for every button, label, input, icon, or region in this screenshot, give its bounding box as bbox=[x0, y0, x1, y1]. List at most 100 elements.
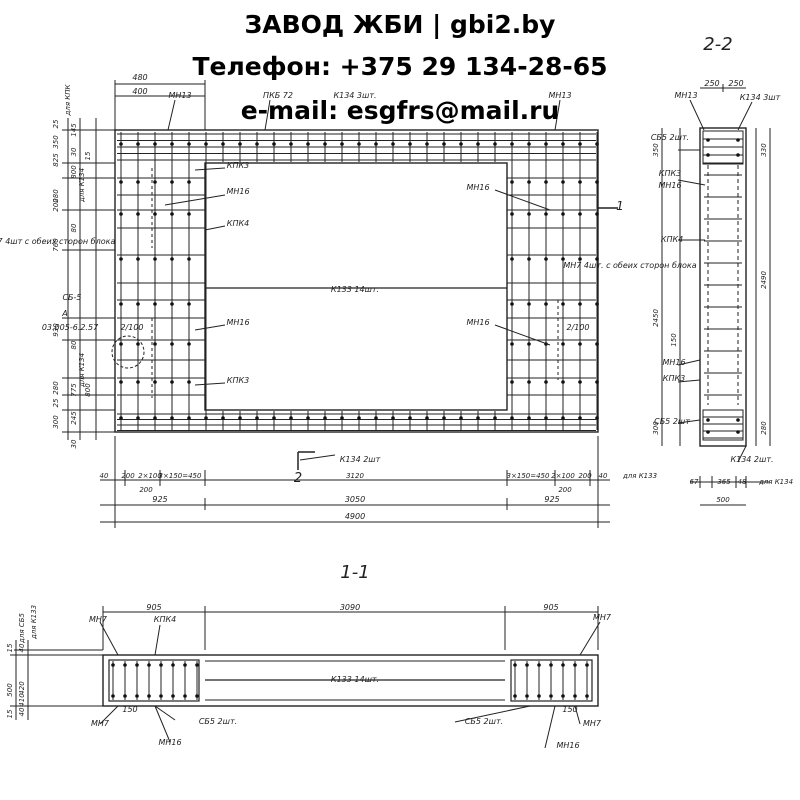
dim-bottom: 3120 bbox=[346, 472, 364, 480]
leader-line bbox=[737, 101, 753, 131]
rebar-dot bbox=[135, 663, 139, 667]
rebar-dot bbox=[340, 142, 344, 146]
rebar-dot bbox=[187, 416, 191, 420]
rebar-dot bbox=[561, 302, 565, 306]
dim-left: 15 bbox=[6, 643, 14, 652]
dim-left: 800 bbox=[84, 383, 92, 397]
dim-top: 3090 bbox=[340, 603, 360, 612]
rebar-dot bbox=[561, 342, 565, 346]
label-detail-ref: 03.005-6.2.57 bbox=[42, 323, 99, 332]
rebar-dot bbox=[306, 416, 310, 420]
rebar-dot bbox=[549, 694, 553, 698]
dim-left: 420 bbox=[18, 681, 26, 695]
section-2-2-title: 2-2 bbox=[703, 34, 732, 55]
note-for-k134: для К134 bbox=[78, 353, 86, 388]
rebar-dot bbox=[374, 416, 378, 420]
label-k133: К133 14шт. bbox=[331, 675, 379, 684]
leader-line bbox=[574, 705, 581, 725]
rebar-dot bbox=[425, 142, 429, 146]
rebar-dot bbox=[340, 416, 344, 420]
rebar-dot bbox=[119, 257, 123, 261]
rebar-dot bbox=[595, 342, 599, 346]
rebar-dot bbox=[527, 257, 531, 261]
leader-line bbox=[299, 454, 336, 461]
rebar-dot bbox=[578, 212, 582, 216]
rebar-dot bbox=[578, 302, 582, 306]
dim-left: 80 bbox=[70, 340, 78, 349]
leader-line bbox=[99, 621, 119, 656]
dim-bottom: 3×150=450 bbox=[159, 472, 202, 480]
dim-left: 930 bbox=[52, 323, 60, 337]
dim-top: 250 bbox=[728, 79, 743, 88]
leader-line bbox=[677, 419, 701, 424]
rebar-dot bbox=[187, 142, 191, 146]
label-mn16: МН16 bbox=[158, 738, 181, 747]
rebar-dot bbox=[408, 416, 412, 420]
rebar-dot bbox=[170, 342, 174, 346]
leader-line bbox=[689, 99, 705, 131]
label-mn7: МН7 bbox=[583, 719, 602, 728]
dim-left: 280 bbox=[52, 189, 60, 203]
rebar-dot bbox=[111, 663, 115, 667]
dim-bottom-mid: 925 bbox=[152, 495, 167, 504]
rebar-dot bbox=[153, 416, 157, 420]
dim-bottom: 40 bbox=[100, 472, 109, 480]
rebar-dot bbox=[561, 257, 565, 261]
dim-left: 760 bbox=[52, 238, 60, 252]
rebar-dot bbox=[527, 380, 531, 384]
rebar-dot bbox=[510, 257, 514, 261]
rebar-dot bbox=[391, 142, 395, 146]
rebar-dot bbox=[527, 142, 531, 146]
rebar-dot bbox=[119, 212, 123, 216]
dim-left: 350 bbox=[652, 143, 660, 157]
label-k133: К133 14шт. bbox=[331, 285, 379, 294]
rebar-dot bbox=[527, 180, 531, 184]
leader-line bbox=[264, 99, 271, 131]
rebar-dot bbox=[238, 416, 242, 420]
rebar-dot bbox=[513, 694, 517, 698]
rebar-dot bbox=[323, 416, 327, 420]
dim-left: 15 bbox=[6, 709, 14, 718]
rebar-dot bbox=[595, 302, 599, 306]
rebar-dot bbox=[544, 180, 548, 184]
rebar-dot bbox=[204, 416, 208, 420]
leader-line bbox=[204, 225, 226, 231]
rebar-dot bbox=[153, 302, 157, 306]
label-mn16: МН16 bbox=[556, 741, 579, 750]
leader-line bbox=[579, 621, 601, 656]
leader-line bbox=[167, 99, 176, 131]
rebar-dot bbox=[136, 342, 140, 346]
leader-line bbox=[544, 705, 556, 749]
rebar-dot bbox=[119, 180, 123, 184]
rebar-dot bbox=[578, 180, 582, 184]
rebar-dot bbox=[153, 380, 157, 384]
rebar-dot bbox=[136, 180, 140, 184]
section-1-1-cage bbox=[108, 659, 200, 702]
section-2-cut-label: 2 bbox=[294, 471, 302, 486]
rebar-dot bbox=[170, 212, 174, 216]
rebar-dot bbox=[561, 694, 565, 698]
opening-outline bbox=[204, 162, 508, 411]
dim-bottom: 200 bbox=[139, 486, 153, 494]
rebar-dot bbox=[561, 663, 565, 667]
rebar-dot bbox=[187, 342, 191, 346]
rebar-dot bbox=[510, 212, 514, 216]
rebar-dot bbox=[159, 694, 163, 698]
note-for-k134: для К134 bbox=[78, 168, 86, 203]
label-kpk3: КПК3 bbox=[227, 376, 249, 385]
rebar-dot bbox=[595, 180, 599, 184]
rebar-dot bbox=[706, 418, 710, 422]
rebar-dot bbox=[153, 212, 157, 216]
leader-line bbox=[194, 382, 226, 386]
rebar-dot bbox=[159, 663, 163, 667]
rebar-dot bbox=[595, 380, 599, 384]
rebar-dot bbox=[493, 142, 497, 146]
label-k134: К134 3шт bbox=[740, 93, 781, 102]
dim-bottom: 2×100 bbox=[551, 472, 575, 480]
rebar-dot bbox=[183, 663, 187, 667]
dim-left: 280 bbox=[52, 381, 60, 395]
rebar-dot bbox=[561, 416, 565, 420]
rebar-dot bbox=[573, 694, 577, 698]
dim-left: 25 bbox=[52, 119, 60, 128]
